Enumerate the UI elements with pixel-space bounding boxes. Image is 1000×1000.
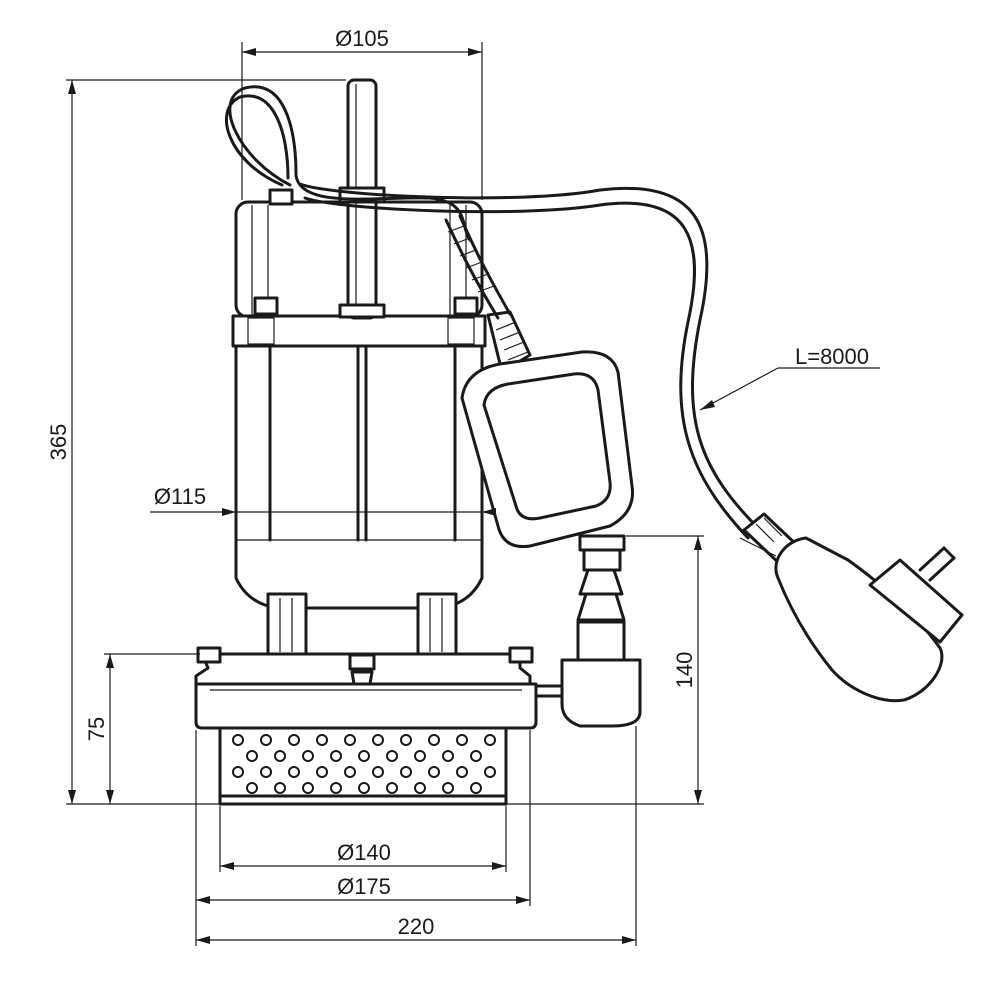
strainer-hole — [386, 782, 398, 794]
strainer-hole — [386, 750, 398, 762]
strainer-hole — [316, 766, 328, 778]
strainer-hole — [246, 750, 258, 762]
strainer-hole — [414, 782, 426, 794]
strainer-hole — [246, 782, 258, 794]
strainer-hole — [372, 734, 384, 746]
strainer-hole — [442, 782, 454, 794]
strainer-hole — [274, 782, 286, 794]
strainer-hole — [232, 734, 244, 746]
strainer-hole — [400, 766, 412, 778]
strainer-hole — [484, 766, 496, 778]
strainer-hole — [428, 734, 440, 746]
strainer-hole — [316, 734, 328, 746]
strainer-hole — [232, 766, 244, 778]
cable-length-label: L=8000 — [795, 344, 869, 369]
dimension-labels: Ø105 365 Ø115 L=8000 140 75 Ø140 Ø175 22… — [46, 26, 869, 939]
base-diameter-label: Ø175 — [337, 874, 391, 899]
height-label: 365 — [46, 424, 71, 461]
strainer-hole — [414, 750, 426, 762]
strainer-hole — [274, 750, 286, 762]
screen-diameter-label: Ø140 — [337, 840, 391, 865]
base-height-label: 75 — [84, 717, 109, 741]
strainer-holes — [232, 734, 496, 794]
strainer-hole — [288, 766, 300, 778]
strainer-hole — [358, 782, 370, 794]
power-cable — [224, 85, 964, 703]
strainer-hole — [400, 734, 412, 746]
strainer-hole — [358, 750, 370, 762]
strainer-hole — [288, 734, 300, 746]
strainer-hole — [302, 750, 314, 762]
outlet-height-label: 140 — [672, 652, 697, 689]
float-switch — [460, 310, 635, 549]
motor-diameter-label: Ø115 — [154, 484, 206, 509]
strainer-hole — [428, 766, 440, 778]
total-width-label: 220 — [398, 914, 435, 939]
strainer-hole — [456, 766, 468, 778]
pump-body — [194, 78, 642, 806]
strainer-hole — [470, 750, 482, 762]
strainer-hole — [330, 750, 342, 762]
strainer-hole — [344, 734, 356, 746]
strainer-hole — [442, 750, 454, 762]
top-diameter-label: Ø105 — [335, 26, 389, 51]
strainer-hole — [260, 766, 272, 778]
strainer-hole — [330, 782, 342, 794]
strainer-hole — [260, 734, 272, 746]
strainer-hole — [456, 734, 468, 746]
dimension-lines — [66, 42, 880, 946]
strainer-hole — [302, 782, 314, 794]
strainer-hole — [344, 766, 356, 778]
strainer-hole — [372, 766, 384, 778]
strainer-hole — [484, 734, 496, 746]
strainer-hole — [470, 782, 482, 794]
